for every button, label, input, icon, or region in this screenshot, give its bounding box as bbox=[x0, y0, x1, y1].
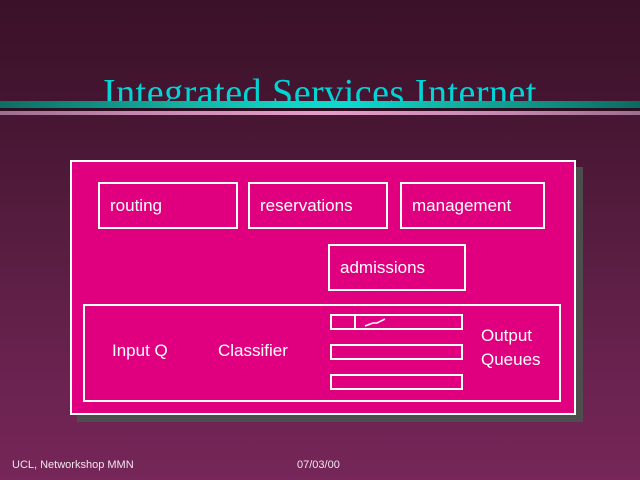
classifier-label: Classifier bbox=[218, 341, 288, 360]
output-queues-label: Output Queues bbox=[481, 324, 541, 372]
title-divider-dark bbox=[0, 108, 640, 111]
output-queues-label-line1: Output bbox=[481, 326, 533, 345]
diagram-box-routing[interactable]: routing bbox=[98, 182, 238, 229]
queue-head-cell bbox=[332, 316, 356, 328]
output-queue-3[interactable] bbox=[330, 374, 463, 390]
title-divider-pink bbox=[0, 111, 640, 115]
diagram-box-reservations-label: reservations bbox=[260, 195, 353, 215]
slide-footer: UCL, Networkshop MMN 07/03/00 bbox=[0, 455, 640, 480]
output-queues-label-line2: Queues bbox=[481, 350, 541, 369]
packet-mark-icon bbox=[364, 318, 386, 327]
diagram-box-reservations[interactable]: reservations bbox=[248, 182, 388, 229]
title-divider-teal bbox=[0, 101, 640, 108]
diagram-box-admissions-label: admissions bbox=[340, 257, 426, 277]
diagram-box-routing-label: routing bbox=[110, 195, 162, 215]
output-queue-2[interactable] bbox=[330, 344, 463, 360]
input-queue-label: Input Q bbox=[112, 341, 168, 360]
diagram-box-admissions[interactable]: admissions bbox=[328, 244, 466, 291]
diagram-box-management-label: management bbox=[412, 195, 512, 215]
diagram-box-management[interactable]: management bbox=[400, 182, 545, 229]
footer-left-text: UCL, Networkshop MMN bbox=[12, 459, 134, 471]
footer-date: 07/03/00 bbox=[297, 459, 340, 471]
forwarding-path-group: Input Q Classifier Output Queues bbox=[83, 304, 561, 402]
diagram-panel: routing reservations management admissio… bbox=[70, 160, 576, 415]
output-queue-1[interactable] bbox=[330, 314, 463, 330]
